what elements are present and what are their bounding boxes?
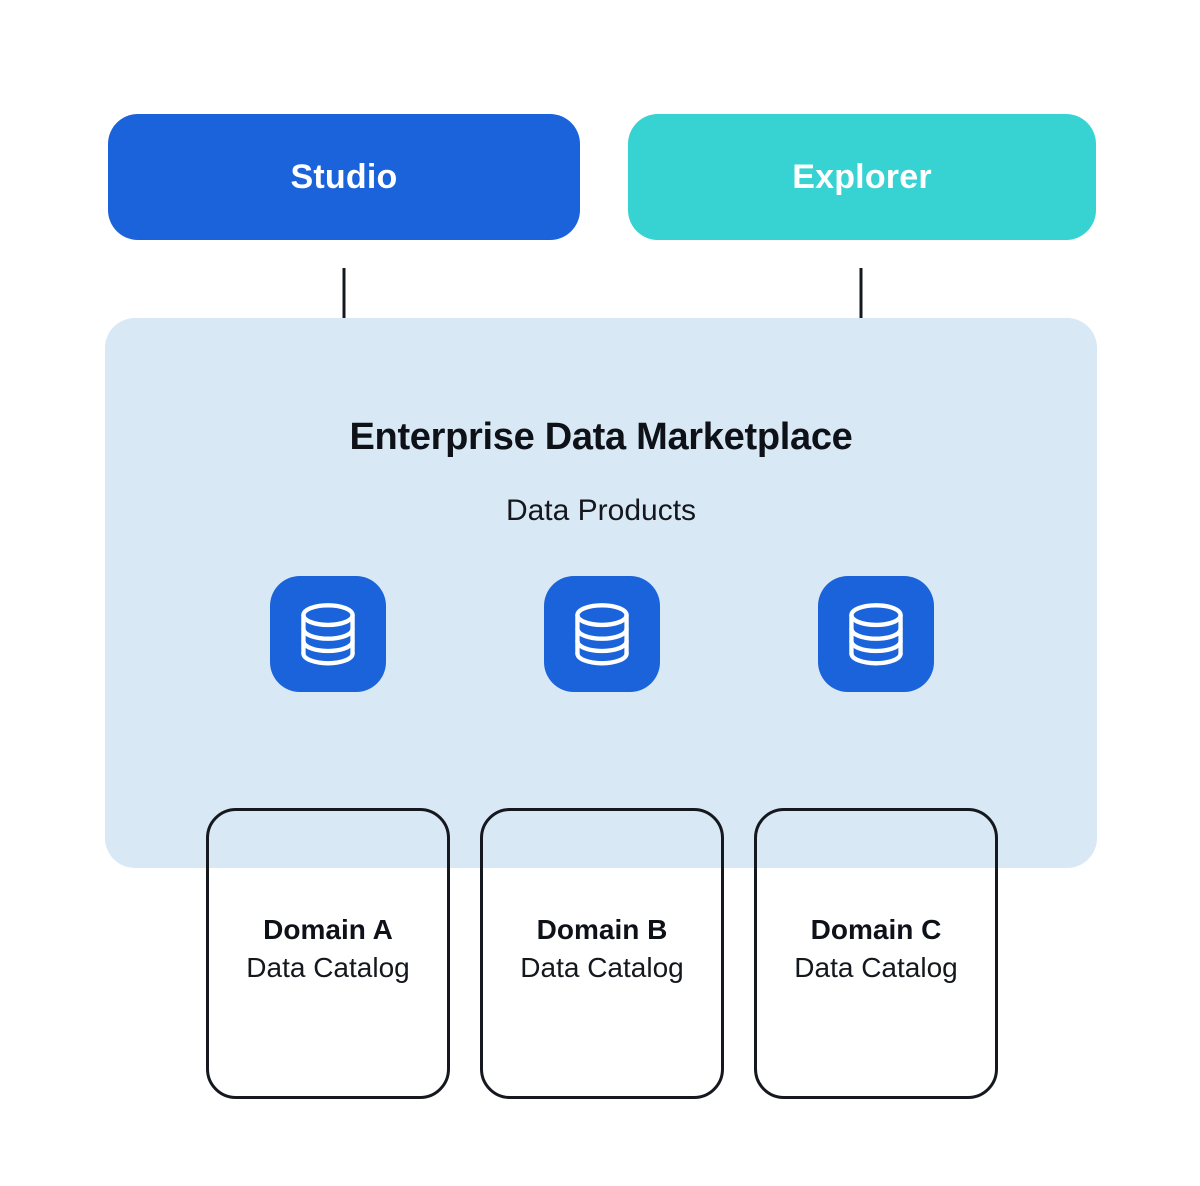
data-products-subtitle: Data Products bbox=[505, 494, 697, 527]
domain-name: Domain A bbox=[263, 913, 393, 945]
explorer-node: Explorer bbox=[628, 114, 1096, 240]
domain-name: Domain C bbox=[810, 913, 942, 945]
domain-b-catalog-box: Domain B Data Catalog bbox=[480, 808, 724, 1099]
domain-name: Domain B bbox=[536, 913, 668, 945]
studio-node-label: Studio bbox=[290, 157, 398, 196]
data-product-tile bbox=[270, 576, 386, 692]
database-icon bbox=[849, 603, 903, 666]
domain-a-catalog-box: Domain A Data Catalog bbox=[206, 808, 450, 1099]
domain-catalog-label: Data Catalog bbox=[794, 951, 958, 983]
database-icon bbox=[575, 603, 629, 666]
domain-catalog-label: Data Catalog bbox=[246, 951, 410, 983]
domain-c-catalog-box: Domain C Data Catalog bbox=[754, 808, 998, 1099]
studio-node: Studio bbox=[108, 114, 580, 240]
marketplace-title: Enterprise Data Marketplace bbox=[349, 416, 853, 458]
domain-catalog-label: Data Catalog bbox=[520, 951, 684, 983]
database-icon bbox=[301, 603, 355, 666]
explorer-node-label: Explorer bbox=[792, 157, 932, 196]
enterprise-data-marketplace-container: Enterprise Data Marketplace Data Product… bbox=[105, 318, 1097, 868]
data-product-tile bbox=[818, 576, 934, 692]
data-product-tile bbox=[544, 576, 660, 692]
